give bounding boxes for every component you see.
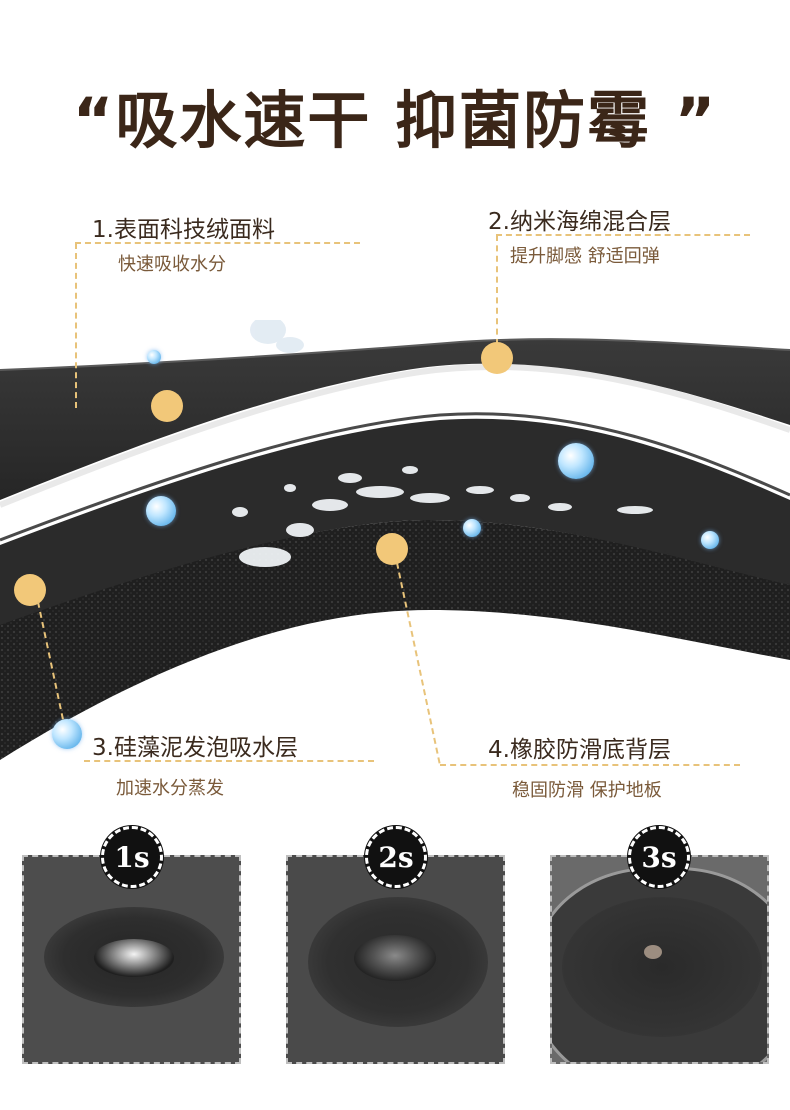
water-bubble-icon <box>701 531 719 549</box>
water-bubble-icon <box>463 519 481 537</box>
water-bubble-icon <box>146 496 176 526</box>
callout-1-line <box>75 242 360 244</box>
water-bubble-icon <box>52 719 82 749</box>
absorption-photo-2s <box>286 855 505 1064</box>
callout-layer-1: 1.表面科技绒面料 快速吸收水分 <box>92 210 275 276</box>
absorption-photo-1s <box>22 855 241 1064</box>
callout-layer-2: 2.纳米海绵混合层 提升脚感 舒适回弹 <box>488 202 671 268</box>
callout-layer-4: 4.橡胶防滑底背层 稳固防滑 保护地板 <box>488 730 671 802</box>
layer-3-subtitle: 加速水分蒸发 <box>116 778 224 799</box>
time-badge-2s: 2s <box>365 826 427 888</box>
mat-cross-section-illustration <box>0 320 790 760</box>
layer-3-title: 3.硅藻泥发泡吸水层 <box>92 735 298 761</box>
callout-2-leader <box>496 235 498 345</box>
layer-1-title: 1.表面科技绒面料 <box>92 217 275 243</box>
water-bubble-icon <box>147 350 161 364</box>
layer-1-marker <box>151 390 183 422</box>
molecule-bubble-icon <box>558 443 594 479</box>
layer-2-title: 2.纳米海绵混合层 <box>488 209 671 235</box>
layer-2-marker <box>481 342 513 374</box>
layer-1-subtitle: 快速吸收水分 <box>118 254 226 275</box>
layer-3-marker <box>14 574 46 606</box>
callout-1-leader <box>75 243 77 408</box>
absorption-photo-3s <box>550 855 769 1064</box>
callout-layer-3: 3.硅藻泥发泡吸水层 加速水分蒸发 <box>92 728 298 800</box>
layer-2-subtitle: 提升脚感 舒适回弹 <box>510 246 660 267</box>
callout-4-line <box>440 764 740 766</box>
layer-4-subtitle: 稳固防滑 保护地板 <box>512 780 662 801</box>
headline: “吸水速干 抑菌防霉 ” <box>72 84 718 157</box>
layer-4-title: 4.橡胶防滑底背层 <box>488 737 671 763</box>
callout-3-line <box>84 760 374 762</box>
time-badge-1s: 1s <box>101 826 163 888</box>
callout-2-line <box>496 234 750 236</box>
layer-4-marker <box>376 533 408 565</box>
time-badge-3s: 3s <box>628 826 690 888</box>
